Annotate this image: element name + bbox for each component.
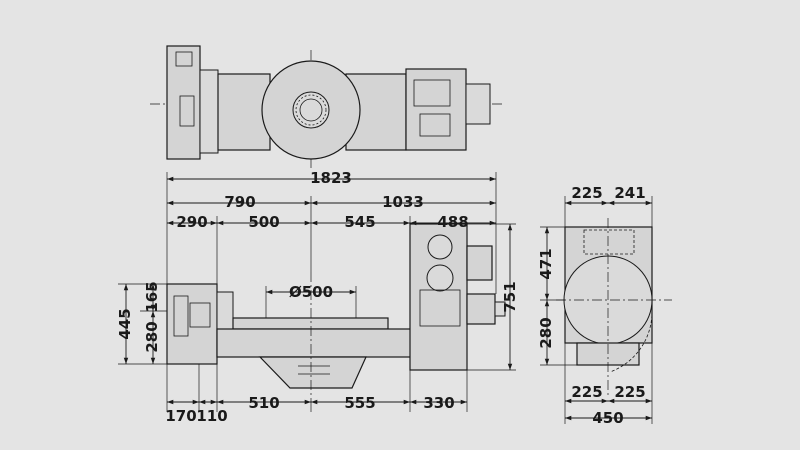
dim-side-bottom-right: 225: [614, 383, 645, 401]
flange-detail: [173, 295, 189, 337]
dim-bottom-1: 170: [165, 407, 196, 425]
side-view: [556, 218, 672, 398]
dim-left-flange: 290: [176, 213, 207, 231]
front-view: [166, 223, 506, 398]
left-flange-block: [166, 283, 218, 365]
top-view: [150, 45, 505, 170]
dim-overall-height: 751: [501, 281, 519, 312]
dim-bottom-4: 555: [344, 394, 375, 412]
left-flange-plate: [166, 45, 201, 160]
side-hidden-motor: [583, 229, 635, 255]
dim-right-table: 545: [344, 213, 375, 231]
dim-left-section: 790: [224, 193, 255, 211]
dim-side-height-lower: 280: [537, 317, 555, 348]
dimension-diameter: [265, 286, 357, 318]
dim-left-table: 500: [248, 213, 279, 231]
dimension-lines-top: [166, 172, 497, 294]
dim-left-height-lower: 280: [143, 321, 161, 352]
flange-detail: [175, 51, 193, 67]
dim-bottom-2: 110: [196, 407, 227, 425]
tilt-cradle-body: [216, 328, 413, 358]
dim-bottom-3: 510: [248, 394, 279, 412]
motor-shaft-circle: [427, 234, 453, 260]
cradle-base-casting: [258, 356, 367, 389]
dimension-lines-side: [540, 196, 653, 424]
table-bolt-circle: [295, 94, 327, 126]
left-tilt-arm: [217, 73, 271, 151]
dim-side-height-upper: 471: [537, 248, 555, 279]
flange-detail: [189, 302, 211, 328]
left-bearing-housing: [199, 69, 219, 154]
table-bore: [299, 98, 323, 122]
dim-bottom-5: 330: [423, 394, 454, 412]
drive-motor-housing: [405, 68, 467, 151]
dim-side-top-right: 241: [614, 184, 645, 202]
rotary-table-top: [232, 317, 389, 330]
dim-right-motor: 488: [437, 213, 468, 231]
motor-detail: [419, 289, 461, 327]
side-swing-arc: [609, 309, 653, 373]
dim-total-length: 1823: [310, 169, 352, 187]
dimension-lines-left: [118, 283, 167, 365]
dim-side-bottom-left: 225: [571, 383, 602, 401]
dim-left-height-total: 445: [116, 308, 134, 339]
dim-left-height-upper: 165: [143, 281, 161, 312]
dimension-line-right: [467, 223, 516, 371]
motor-detail: [419, 113, 451, 137]
dim-side-top-left: 225: [571, 184, 602, 202]
dim-side-width-total: 450: [592, 409, 623, 427]
motor-end-cap-front: [466, 293, 496, 325]
motor-end-cap: [465, 83, 491, 125]
table-center-hub: [292, 91, 330, 129]
dimension-lines-bottom: [166, 364, 468, 412]
gear-circle: [426, 264, 454, 292]
motor-shaft-end: [494, 301, 506, 317]
dimension-labels: 1823 790 1033 290 500 545 488 Ø500 445 1…: [116, 169, 646, 427]
dim-table-diameter: Ø500: [289, 283, 333, 301]
dim-right-section: 1033: [382, 193, 424, 211]
motor-top-box: [466, 245, 493, 281]
motor-detail: [413, 79, 451, 107]
flange-detail: [179, 95, 195, 127]
